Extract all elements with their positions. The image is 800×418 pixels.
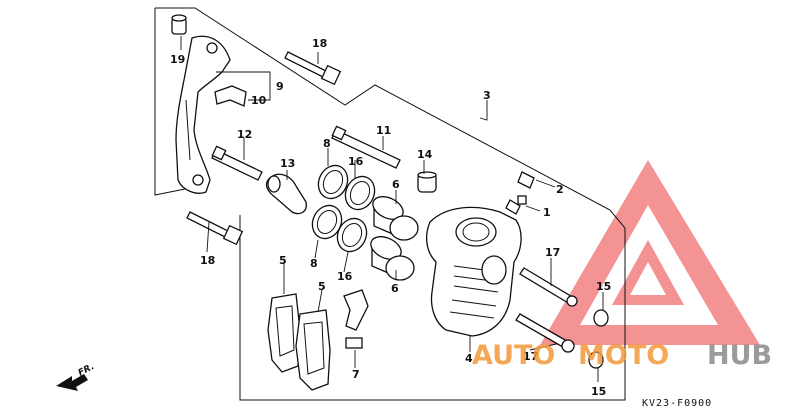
callout-1: 1 xyxy=(543,206,551,219)
callout-17a: 17 xyxy=(545,246,560,259)
callouts: 1 2 3 4 5 5 6 6 7 8 8 9 10 11 12 13 14 1… xyxy=(170,37,611,398)
bleeder-cap xyxy=(417,171,437,193)
callout-16a: 16 xyxy=(348,155,364,168)
callout-13: 13 xyxy=(280,157,295,170)
callout-3: 3 xyxy=(483,89,491,102)
callout-6a: 6 xyxy=(392,178,400,191)
callout-6b: 6 xyxy=(391,282,399,295)
watermark-text: AUTO MOTO HUB xyxy=(472,340,772,371)
leader-lines xyxy=(180,36,604,382)
callout-10: 10 xyxy=(251,94,267,107)
callout-5b: 5 xyxy=(318,280,326,293)
pistons xyxy=(370,196,419,281)
callout-12: 12 xyxy=(237,128,252,141)
callout-9: 9 xyxy=(276,80,284,93)
pad-spring xyxy=(214,85,247,107)
pad-shim xyxy=(343,289,369,349)
callout-18a: 18 xyxy=(312,37,327,50)
piston-seals xyxy=(311,164,376,253)
callout-11: 11 xyxy=(376,124,391,137)
watermark-word-auto: AUTO xyxy=(472,340,555,371)
front-direction-label: FR. xyxy=(77,362,96,379)
callout-17b: 17 xyxy=(523,350,538,363)
pad-pin-lower xyxy=(515,313,575,353)
callout-15b: 15 xyxy=(591,385,606,398)
callout-18b: 18 xyxy=(200,254,215,267)
callout-19: 19 xyxy=(170,53,185,66)
callout-5a: 5 xyxy=(279,254,287,267)
diagram-code: KV23-F0900 xyxy=(642,398,712,409)
collar xyxy=(171,14,187,35)
callout-14: 14 xyxy=(417,148,433,161)
watermark-word-moto: MOTO xyxy=(578,340,669,371)
pin-bolt xyxy=(211,145,263,181)
slide-pin xyxy=(331,125,401,169)
bracket-bolt-top xyxy=(284,51,342,86)
watermark-word-hub: HUB xyxy=(707,340,772,371)
callout-8b: 8 xyxy=(310,257,318,270)
brake-pads xyxy=(267,293,331,391)
callout-7: 7 xyxy=(352,368,360,381)
bleeder-screw xyxy=(505,171,535,215)
pad-pin-upper xyxy=(519,267,578,307)
callout-16b: 16 xyxy=(337,270,353,283)
callout-4: 4 xyxy=(465,352,473,365)
caliper-body xyxy=(425,206,522,337)
callout-2: 2 xyxy=(556,183,564,196)
callout-8a: 8 xyxy=(323,137,331,150)
bracket-bolt-bottom xyxy=(186,211,244,246)
pin-boot xyxy=(265,173,307,215)
front-direction-arrow xyxy=(56,374,88,391)
caliper-bracket xyxy=(175,35,231,194)
pin-plugs xyxy=(588,309,609,369)
callout-15a: 15 xyxy=(596,280,611,293)
watermark-logo xyxy=(540,160,760,345)
